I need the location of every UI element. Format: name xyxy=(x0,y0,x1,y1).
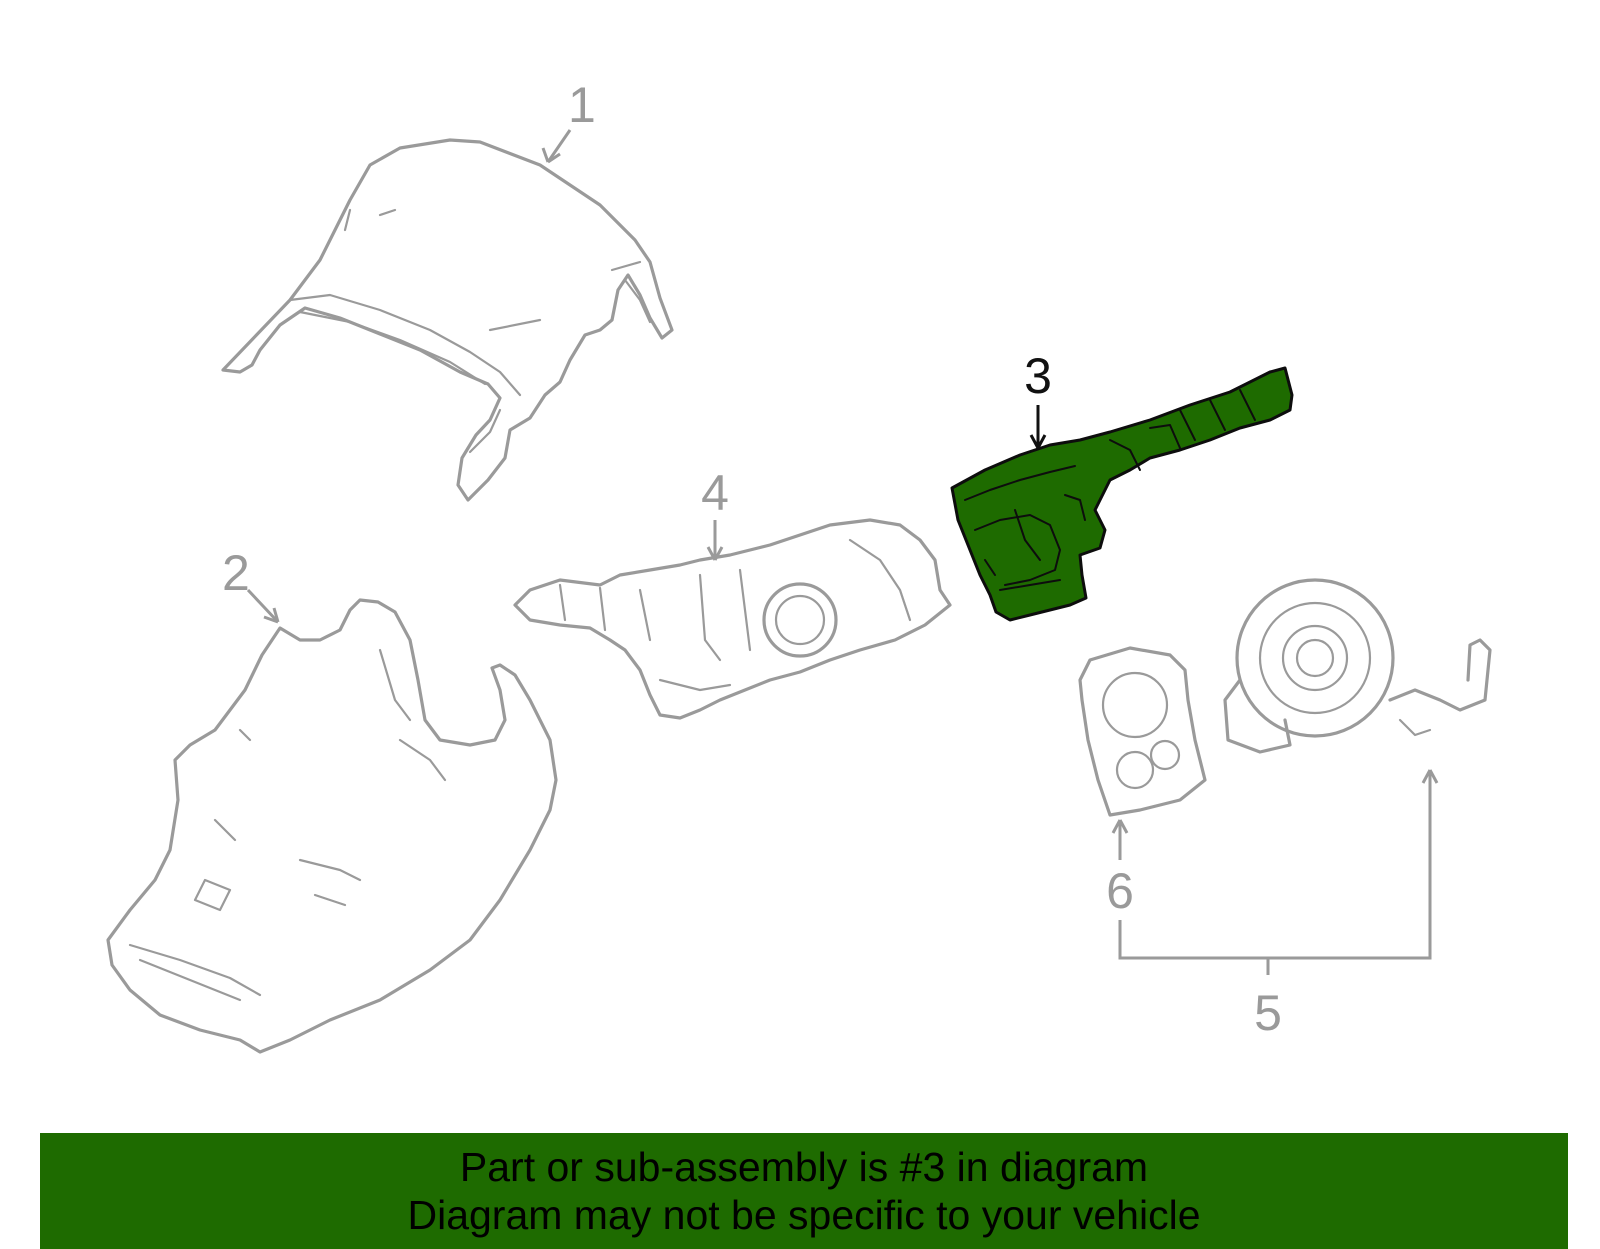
leader-5-bracket xyxy=(1118,770,1432,960)
leader-6-arrow xyxy=(1111,819,1129,834)
leader-3-arrow xyxy=(1029,434,1047,449)
leader-1-arrow xyxy=(541,147,561,164)
callout-1: 1 xyxy=(568,77,596,133)
callout-4: 4 xyxy=(701,465,729,521)
callout-5: 5 xyxy=(1254,985,1282,1041)
leader-2 xyxy=(246,588,280,624)
part-1-upper-cover xyxy=(221,138,674,502)
part-3-highlighted-switch xyxy=(950,366,1294,622)
leader-4-arrow xyxy=(706,546,724,561)
leader-5-arrow xyxy=(1421,769,1439,784)
leader-1 xyxy=(546,129,572,163)
part-5-clock-spring xyxy=(1223,578,1492,754)
banner-line-2: Diagram may not be specific to your vehi… xyxy=(407,1192,1201,1238)
callout-6: 6 xyxy=(1106,863,1134,919)
leader-2-arrow xyxy=(263,607,280,624)
leader-lines xyxy=(246,129,1439,975)
callout-3: 3 xyxy=(1024,348,1052,404)
banner-line-1: Part or sub-assembly is #3 in diagram xyxy=(459,1144,1149,1190)
part-6-angle-sensor xyxy=(1078,646,1207,817)
callout-2: 2 xyxy=(222,545,250,601)
part-4-switch-assembly xyxy=(513,518,952,720)
part-2-lower-cover xyxy=(106,598,558,1054)
info-banner: Part or sub-assembly is #3 in diagram Di… xyxy=(40,1133,1568,1249)
